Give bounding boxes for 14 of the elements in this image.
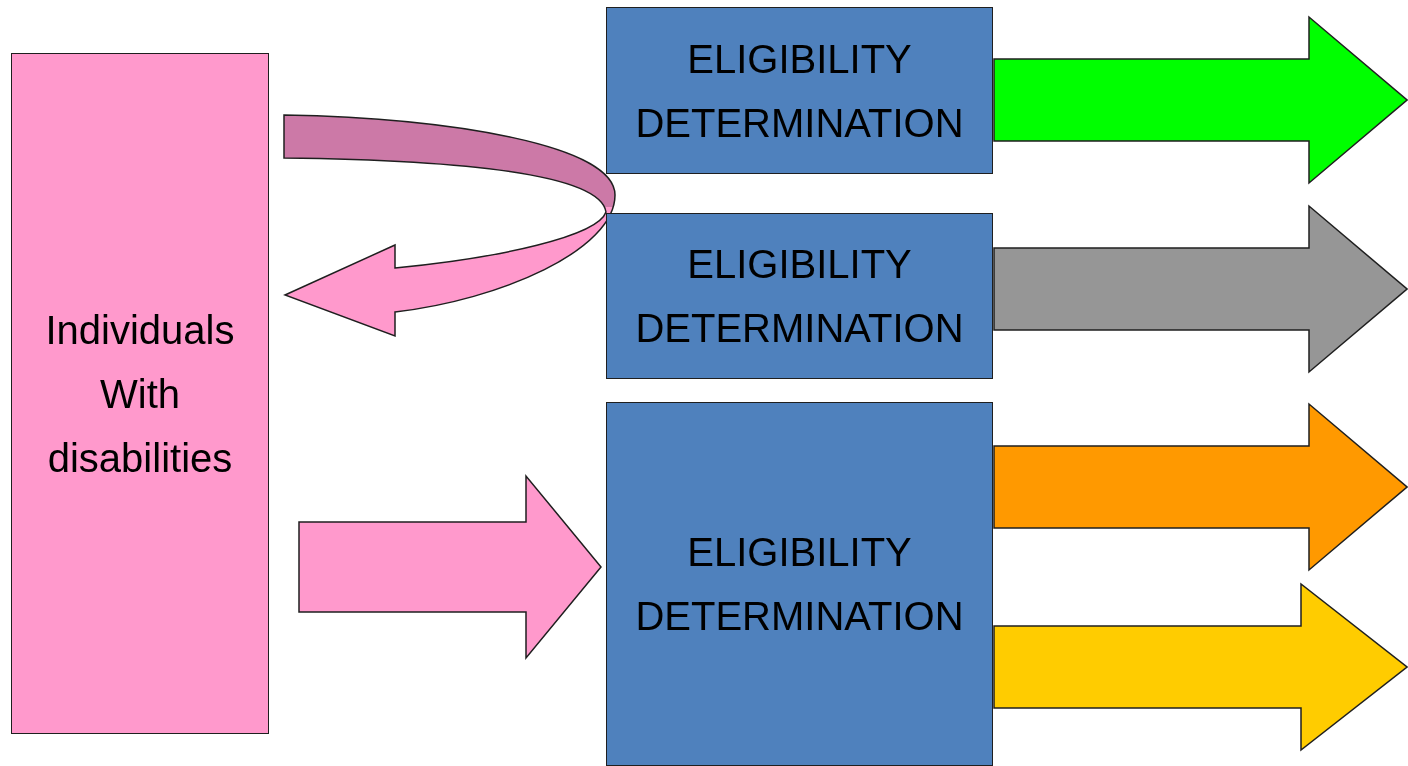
process-box (606, 213, 993, 379)
person-group-box (11, 53, 269, 734)
block-arrow (298, 473, 602, 661)
block-arrow (993, 582, 1408, 752)
node-label: ELIGIBILITY DETERMINATION (634, 241, 965, 352)
node-label: ELIGIBILITY DETERMINATION (634, 529, 965, 640)
node-label: ELIGIBILITY DETERMINATION (634, 35, 965, 147)
block-arrow (993, 402, 1408, 572)
node-label: Individuals With disabilities (44, 306, 236, 482)
curved-arrow (283, 114, 616, 337)
process-box (606, 7, 993, 174)
block-arrow (993, 204, 1408, 374)
block-arrow (993, 15, 1408, 185)
process-box (606, 402, 993, 766)
